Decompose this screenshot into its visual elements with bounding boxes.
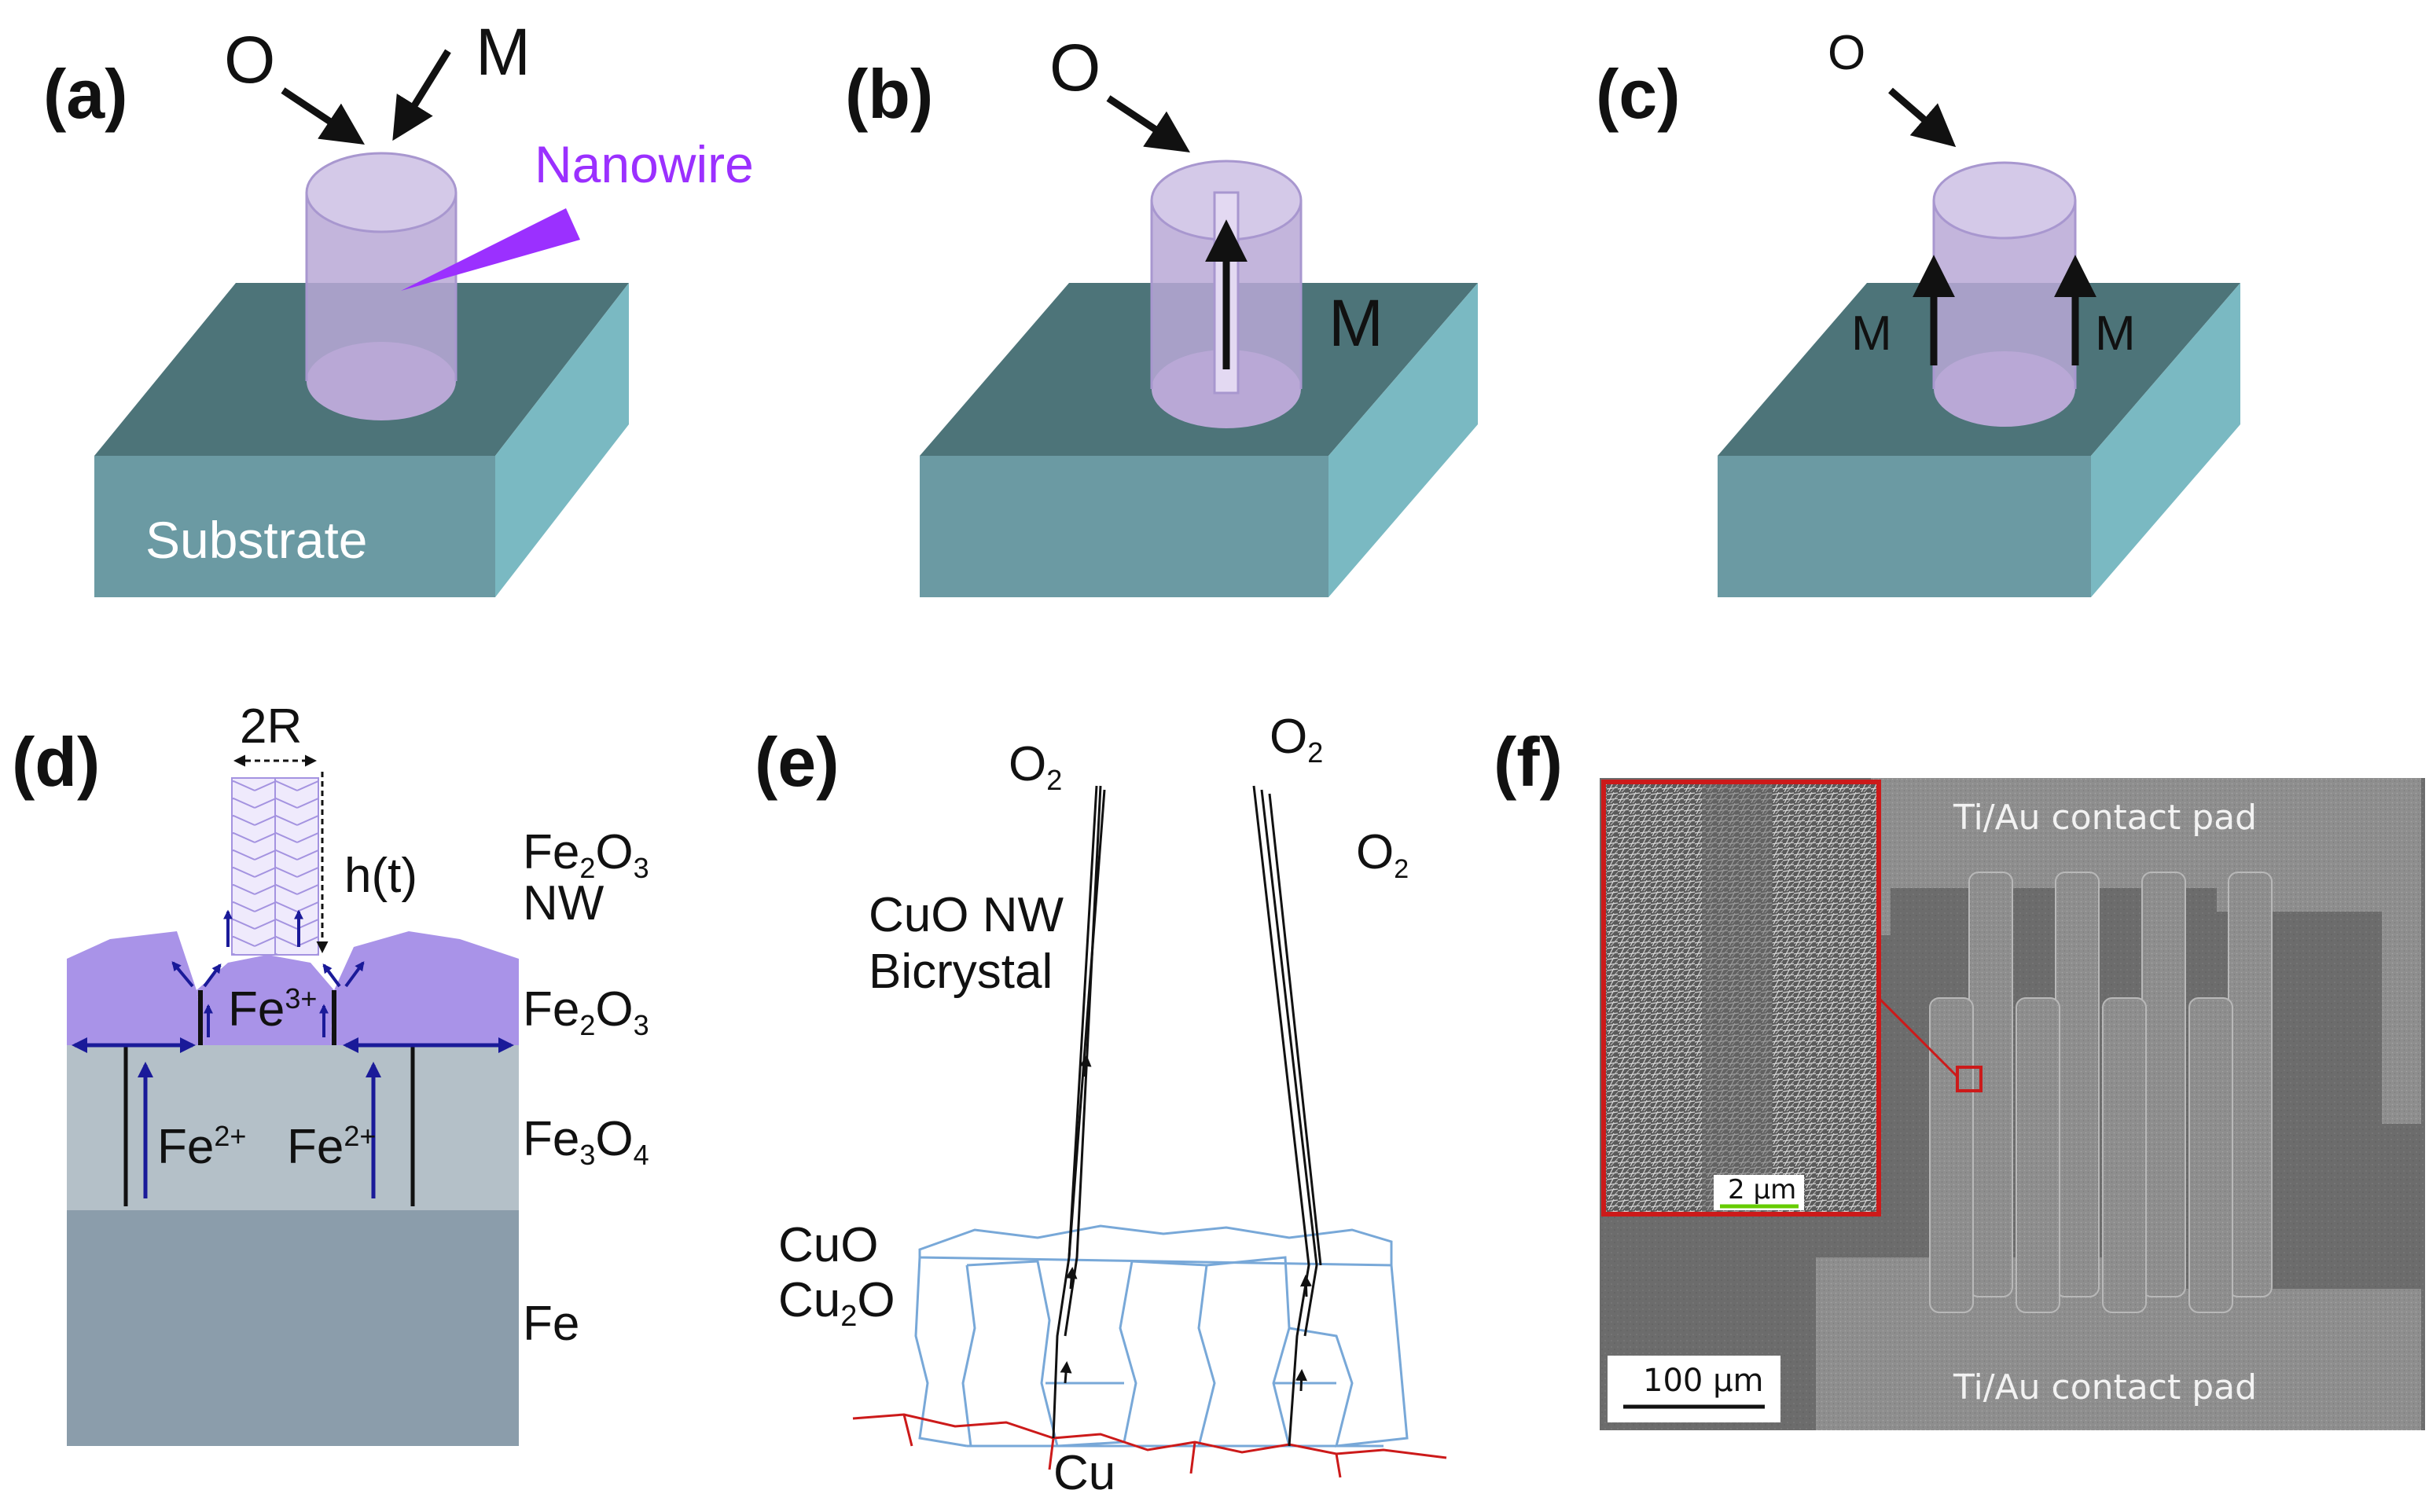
d-fe2o3-label: Fe2O3 [523,982,649,1041]
panel-b-label: (b) [845,55,933,133]
d-nw-chem-label: Fe2O3 [523,825,649,884]
substrate-side-face [495,283,629,597]
c-m-left-label: M [1851,306,1892,361]
panel-d: (d) 2R h(t) F [12,699,649,1446]
main-scale-label: 100 µm [1643,1363,1763,1399]
main-scale-box [1608,1356,1780,1422]
d-fe2-left-label: Fe2+ [157,1120,246,1174]
top-contact-pad [1871,778,2421,1124]
inset-scale-text: 2 µm [1728,1174,1796,1206]
substrate-front-face [920,456,1328,597]
a-o-arrow [281,87,366,145]
e-cu2o-label: Cu2O [778,1273,895,1333]
d-fe3-label: Fe3+ [228,982,317,1037]
top-fingers [1968,872,2273,1297]
e-cuo-label: CuO [778,1218,878,1272]
panel-a-label: (a) [43,55,128,133]
d-2r-label: 2R [240,699,302,754]
bottom-pad-label: Ti/Au contact pad [1953,1367,2257,1407]
panel-a: (a) Substrate Nanowire O M [43,15,754,597]
panel-d-label: (d) [12,723,100,801]
nanowire-pointer [401,208,580,291]
bottom-fingers [1929,997,2233,1313]
cuo-nanowire-right [1252,785,1322,1447]
fe-layer [67,1210,519,1446]
d-fe2-right-label: Fe2+ [287,1120,376,1174]
d-fe3o4-label: Fe3O4 [523,1112,649,1171]
nanowire-base [307,342,456,420]
d-fe-label: Fe [523,1297,579,1351]
e-o2-right-label: O2 [1356,825,1409,884]
panel-f: (f) Ti/Au contact pad Ti/Au contact pad [1494,723,2425,1430]
e-bicrystal-label: Bicrystal [869,945,1053,999]
a-m-arrow [392,49,451,141]
b-o-arrow [1106,95,1191,152]
nanowire-label: Nanowire [535,135,754,193]
a-m-label: M [476,15,531,89]
fe2o3-grain-left [67,931,204,1045]
nanowire-base [1934,351,2075,427]
d-ht-label: h(t) [344,849,417,903]
c-o-label: O [1828,26,1865,80]
d-nw-sub-label: NW [523,876,604,930]
substrate-front-face [1718,456,2091,597]
cu-layer [852,1413,1447,1459]
zoom-marker [1956,1066,1983,1092]
panel-e-label: (e) [755,723,840,801]
panel-b: (b) M O [845,31,1478,597]
a-o-label: O [224,23,275,97]
panel-e: (e) [755,710,1447,1500]
fe2o3-grain-middle [197,955,334,1045]
zoom-connector [1877,996,1959,1078]
panel-c-label: (c) [1596,55,1681,133]
oxide-grains [914,1224,1409,1448]
inset-gap [1702,784,1773,1212]
e-cuo-nw-label: CuO NW [869,888,1064,942]
e-cu-label: Cu [1053,1446,1115,1500]
substrate-side-face [1328,283,1478,597]
c-o-arrow [1888,87,1957,148]
e-o2-left-label: O2 [1009,737,1062,796]
b-m-label: M [1328,286,1384,360]
substrate-front-face [94,456,495,597]
panel-f-label: (f) [1494,723,1563,801]
cuo-nanowire-left [1052,785,1106,1439]
top-pad-label: Ti/Au contact pad [1953,798,2257,838]
substrate-side-face [2091,283,2240,597]
nanowire-top [1932,161,2077,240]
b-o-label: O [1049,31,1101,105]
c-m-right-label: M [2095,306,2136,361]
nanowire-top [305,152,458,233]
fe2o3-grain-right [330,931,519,1045]
panel-c: (c) M M O [1596,26,2240,597]
e-o2-mid-label: O2 [1270,710,1323,769]
substrate-label: Substrate [145,511,368,569]
